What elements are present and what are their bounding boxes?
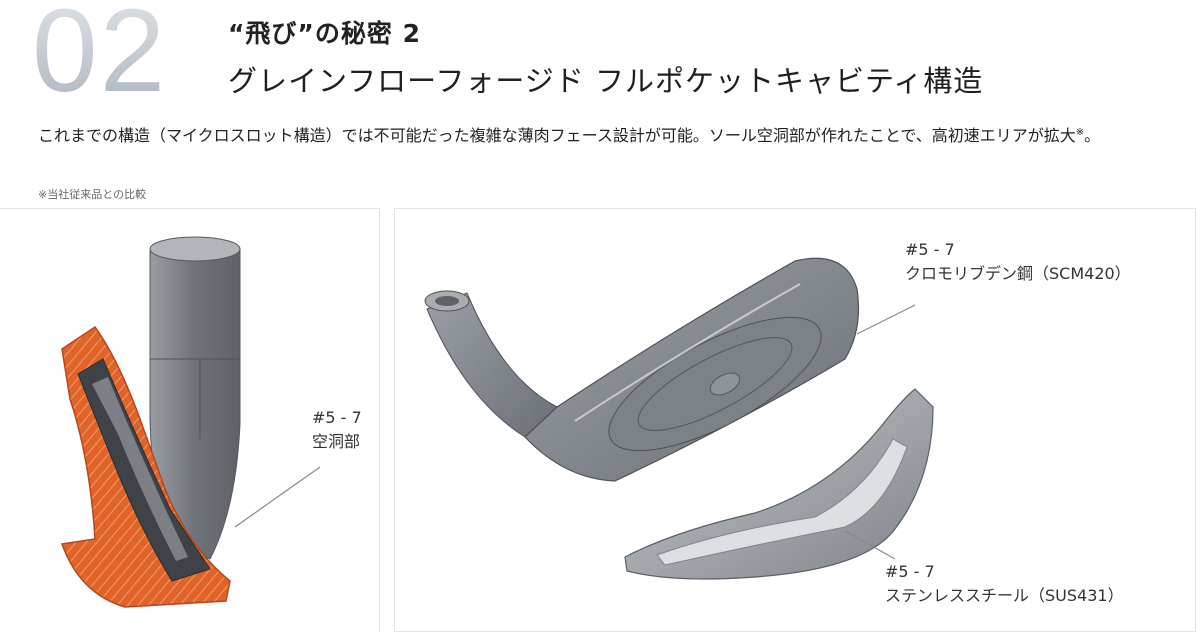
description-mark: ※ (1075, 127, 1085, 138)
body-material-range: #5 - 7 (905, 240, 955, 259)
exploded-view-illustration (424, 257, 934, 580)
sole-piece (624, 388, 934, 580)
description-text: これまでの構造（マイクロスロット構造）では不可能だった複雑な薄肉フェース設計が可… (38, 126, 1076, 145)
body-material-label: #5 - 7 クロモリブデン鋼（SCM420） (905, 238, 1131, 286)
sole-material-range: #5 - 7 (885, 562, 935, 581)
cross-section-panel (0, 208, 380, 632)
section-number: 02 (32, 0, 167, 110)
body-leader-line (856, 304, 916, 335)
cavity-leader-line (234, 466, 321, 528)
sole-leader-line (844, 530, 896, 560)
body-material-name: クロモリブデン鋼（SCM420） (905, 264, 1131, 283)
description-end: 。 (1084, 126, 1101, 145)
sole-material-name: ステンレススチール（SUS431） (885, 586, 1124, 605)
section-title: グレインフローフォージド フルポケットキャビティ構造 (228, 64, 984, 98)
cavity-label-range: #5 - 7 (312, 408, 362, 427)
cavity-label: #5 - 7 空洞部 (312, 406, 362, 454)
exploded-view-panel (394, 208, 1196, 632)
description: これまでの構造（マイクロスロット構造）では不可能だった複雑な薄肉フェース設計が可… (38, 118, 1178, 151)
section-subtitle: “飛び”の秘密 2 (228, 19, 421, 48)
cavity-label-name: 空洞部 (312, 432, 361, 451)
cross-section-illustration (60, 236, 321, 608)
sole-material-label: #5 - 7 ステンレススチール（SUS431） (885, 560, 1124, 608)
footnote: ※当社従来品との比較 (38, 188, 147, 201)
